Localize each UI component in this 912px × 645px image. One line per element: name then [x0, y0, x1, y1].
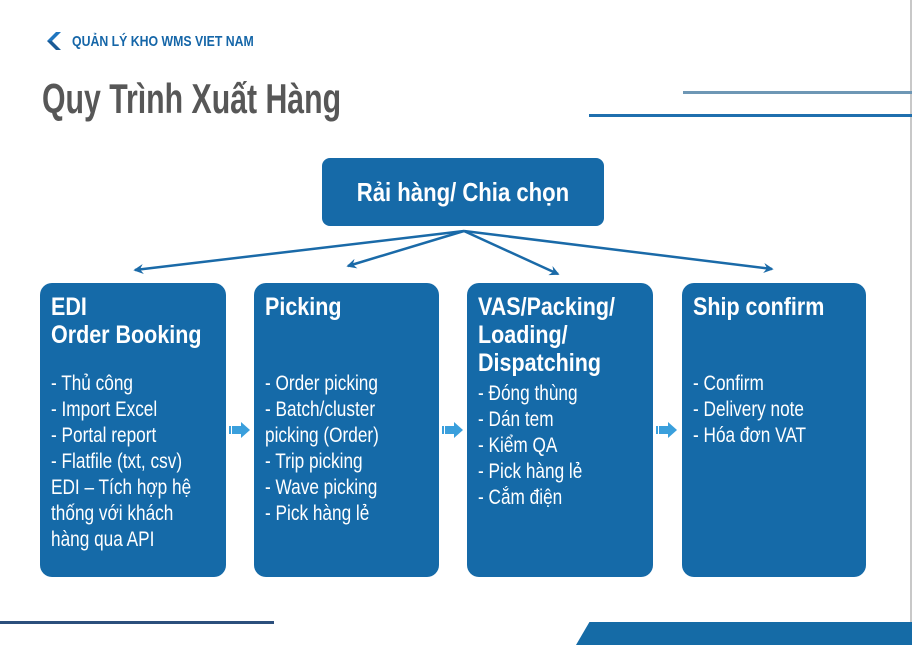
step-item-list: - Thủ công - Import Excel - Portal repor… — [51, 371, 216, 553]
step-item-list: - Order picking - Batch/cluster picking … — [265, 371, 429, 527]
step-item: - Pick hàng lẻ — [478, 460, 583, 483]
connector-arrow — [463, 229, 774, 273]
step-title: Loading/ — [478, 321, 568, 349]
step-item: EDI – Tích hợp hệ — [51, 476, 192, 499]
step-item: - Import Excel — [51, 398, 158, 421]
step-item: - Thủ công — [51, 372, 134, 395]
decorative-band — [576, 622, 912, 645]
step-item: - Đóng thùng — [478, 382, 578, 405]
page-title: Quy Trình Xuất Hàng — [42, 75, 342, 122]
decorative-line — [0, 621, 274, 624]
step-item: - Kiểm QA — [478, 434, 558, 457]
decorative-line — [683, 91, 912, 94]
step-item: hàng qua API — [51, 528, 155, 551]
step-item: picking (Order) — [265, 424, 379, 447]
step-item: - Portal report — [51, 424, 157, 447]
step-item: - Flatfile (txt, csv) — [51, 450, 183, 473]
root-node-label: Rải hàng/ Chia chọn — [356, 176, 570, 207]
step-item: - Confirm — [693, 372, 764, 395]
step-item: - Delivery note — [693, 398, 805, 421]
step-item: thống với khách — [51, 502, 174, 525]
arrow-right-icon — [656, 422, 677, 438]
brand-text: QUẢN LÝ KHO WMS VIET NAM — [72, 32, 254, 50]
step-item: - Trip picking — [265, 450, 363, 473]
step-item-list: - Đóng thùng - Dán tem - Kiểm QA - Pick … — [478, 381, 643, 511]
brand: QUẢN LÝ KHO WMS VIET NAM — [44, 32, 294, 50]
step-title: Dispatching — [478, 349, 602, 377]
step-item: - Cắm điện — [478, 486, 563, 509]
chevron-left-icon — [47, 32, 61, 50]
step-item: - Pick hàng lẻ — [265, 502, 370, 525]
root-node: Rải hàng/ Chia chọn — [322, 158, 604, 226]
step-title: VAS/Packing/ — [478, 293, 616, 321]
arrow-right-icon — [442, 422, 463, 438]
step-picking: Picking - Order picking - Batch/cluster … — [254, 283, 439, 577]
step-item: - Order picking — [265, 372, 378, 395]
connector-arrow — [133, 229, 465, 274]
connector-arrow — [463, 229, 560, 276]
step-order-booking: EDI Order Booking - Thủ công - Import Ex… — [40, 283, 226, 577]
step-item: - Wave picking — [265, 476, 378, 499]
step-vas-packing-dispatching: VAS/Packing/ Loading/ Dispatching - Đóng… — [467, 283, 653, 577]
arrow-right-icon — [229, 422, 250, 438]
step-ship-confirm: Ship confirm - Confirm - Delivery note -… — [682, 283, 866, 577]
step-title: EDI — [51, 293, 87, 321]
step-title: Ship confirm — [693, 293, 825, 321]
step-item-list: - Confirm - Delivery note - Hóa đơn VAT — [693, 371, 856, 449]
page-border — [910, 0, 912, 645]
step-item: - Batch/cluster — [265, 398, 376, 421]
step-title: Picking — [265, 293, 342, 321]
step-item: - Hóa đơn VAT — [693, 424, 807, 447]
step-item: - Dán tem — [478, 408, 554, 431]
connector-arrow — [346, 229, 465, 269]
decorative-line — [589, 114, 912, 117]
step-title: Order Booking — [51, 321, 202, 349]
